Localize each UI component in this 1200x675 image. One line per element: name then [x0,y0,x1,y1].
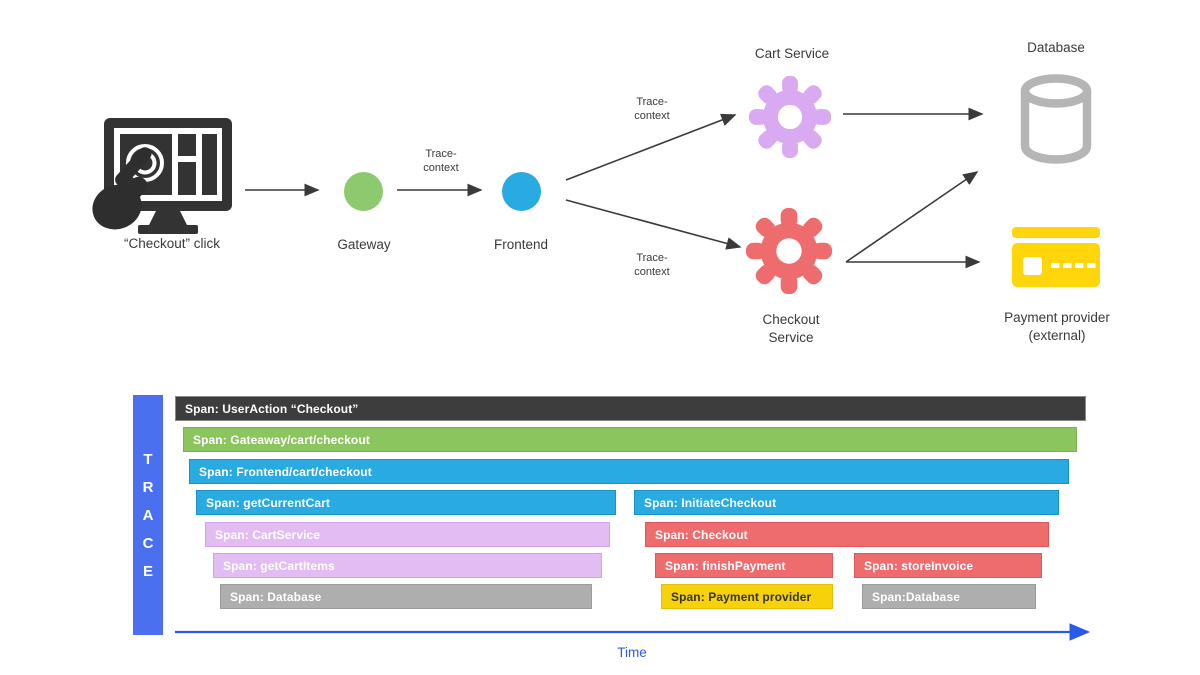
database-icon [1020,74,1092,164]
gateway-label: Gateway [337,237,391,252]
trace-context-label-3: Trace- context [634,252,670,278]
cart-service-label: Cart Service [754,46,830,61]
frontend-node [502,172,541,211]
trace-sidebar: TRACE [133,395,163,635]
checkout-service-gear-icon [745,207,833,295]
time-axis-label: Time [617,645,647,660]
payment-card-icon [1012,227,1100,287]
cart-service-gear-icon [748,75,832,159]
arrow-frontend-to-cart [565,113,737,181]
user-click-label: “Checkout” click [123,236,221,251]
monitor-click-icon [92,118,232,234]
trace-context-label-2: Trace- context [634,96,670,122]
trace-context-label-1: Trace- context [423,148,459,174]
arrow-frontend-to-checkout [565,199,742,250]
arrow-checkout-to-database [845,171,979,263]
frontend-label: Frontend [493,237,549,252]
pointing-hand [92,147,152,230]
checkout-service-label: Checkout Service [762,312,820,345]
payment-provider-label: Payment provider (external) [1004,310,1110,343]
trace-title: TRACE [139,450,157,591]
database-label: Database [1027,40,1085,55]
gateway-node [344,172,383,211]
